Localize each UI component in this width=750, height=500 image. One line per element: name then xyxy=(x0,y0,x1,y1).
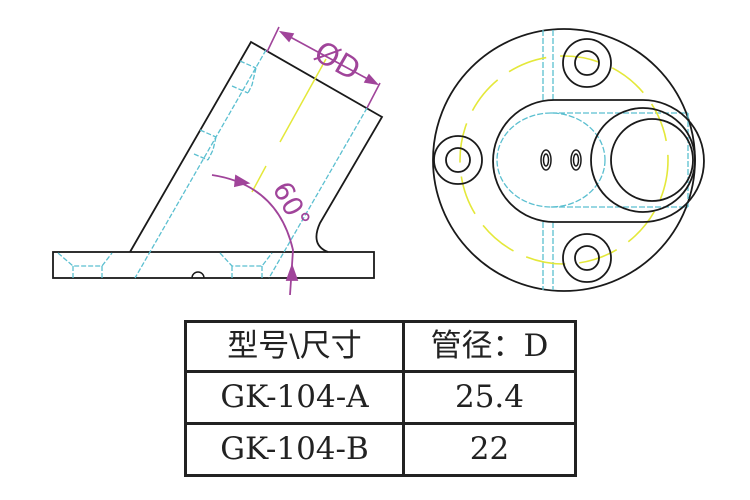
tube-inner-circle xyxy=(610,118,694,202)
diameter-cell: 25.4 xyxy=(402,370,577,425)
angle-label: 60° xyxy=(266,177,316,234)
table-header-row: 型号\尺寸 管径：D xyxy=(184,320,577,373)
bolt-circle xyxy=(459,55,669,265)
side-view: ØD 60° xyxy=(52,26,384,296)
slot-outline xyxy=(492,99,705,223)
tube-outline xyxy=(129,40,384,253)
mount-holes xyxy=(433,38,612,283)
model-cell: GK-104-B xyxy=(184,422,405,477)
header-model: 型号\尺寸 xyxy=(184,320,405,373)
dimension-angle xyxy=(211,174,299,296)
set-screw-holes xyxy=(540,149,582,171)
model-cell: GK-104-A xyxy=(184,370,405,425)
table-row: GK-104-B 22 xyxy=(184,422,577,477)
base-plate xyxy=(52,251,375,279)
diameter-cell: 22 xyxy=(402,422,577,477)
header-diameter: 管径：D xyxy=(402,320,577,373)
top-view xyxy=(432,28,705,292)
center-line xyxy=(251,58,327,193)
base-bolt-notch xyxy=(191,271,205,279)
tube-outer-circle xyxy=(590,107,696,213)
hidden-lines xyxy=(57,49,368,279)
table-row: GK-104-A 25.4 xyxy=(184,370,577,425)
dimension-diameter xyxy=(266,26,381,109)
spec-table: 型号\尺寸 管径：D GK-104-A 25.4 GK-104-B 22 xyxy=(184,320,577,477)
